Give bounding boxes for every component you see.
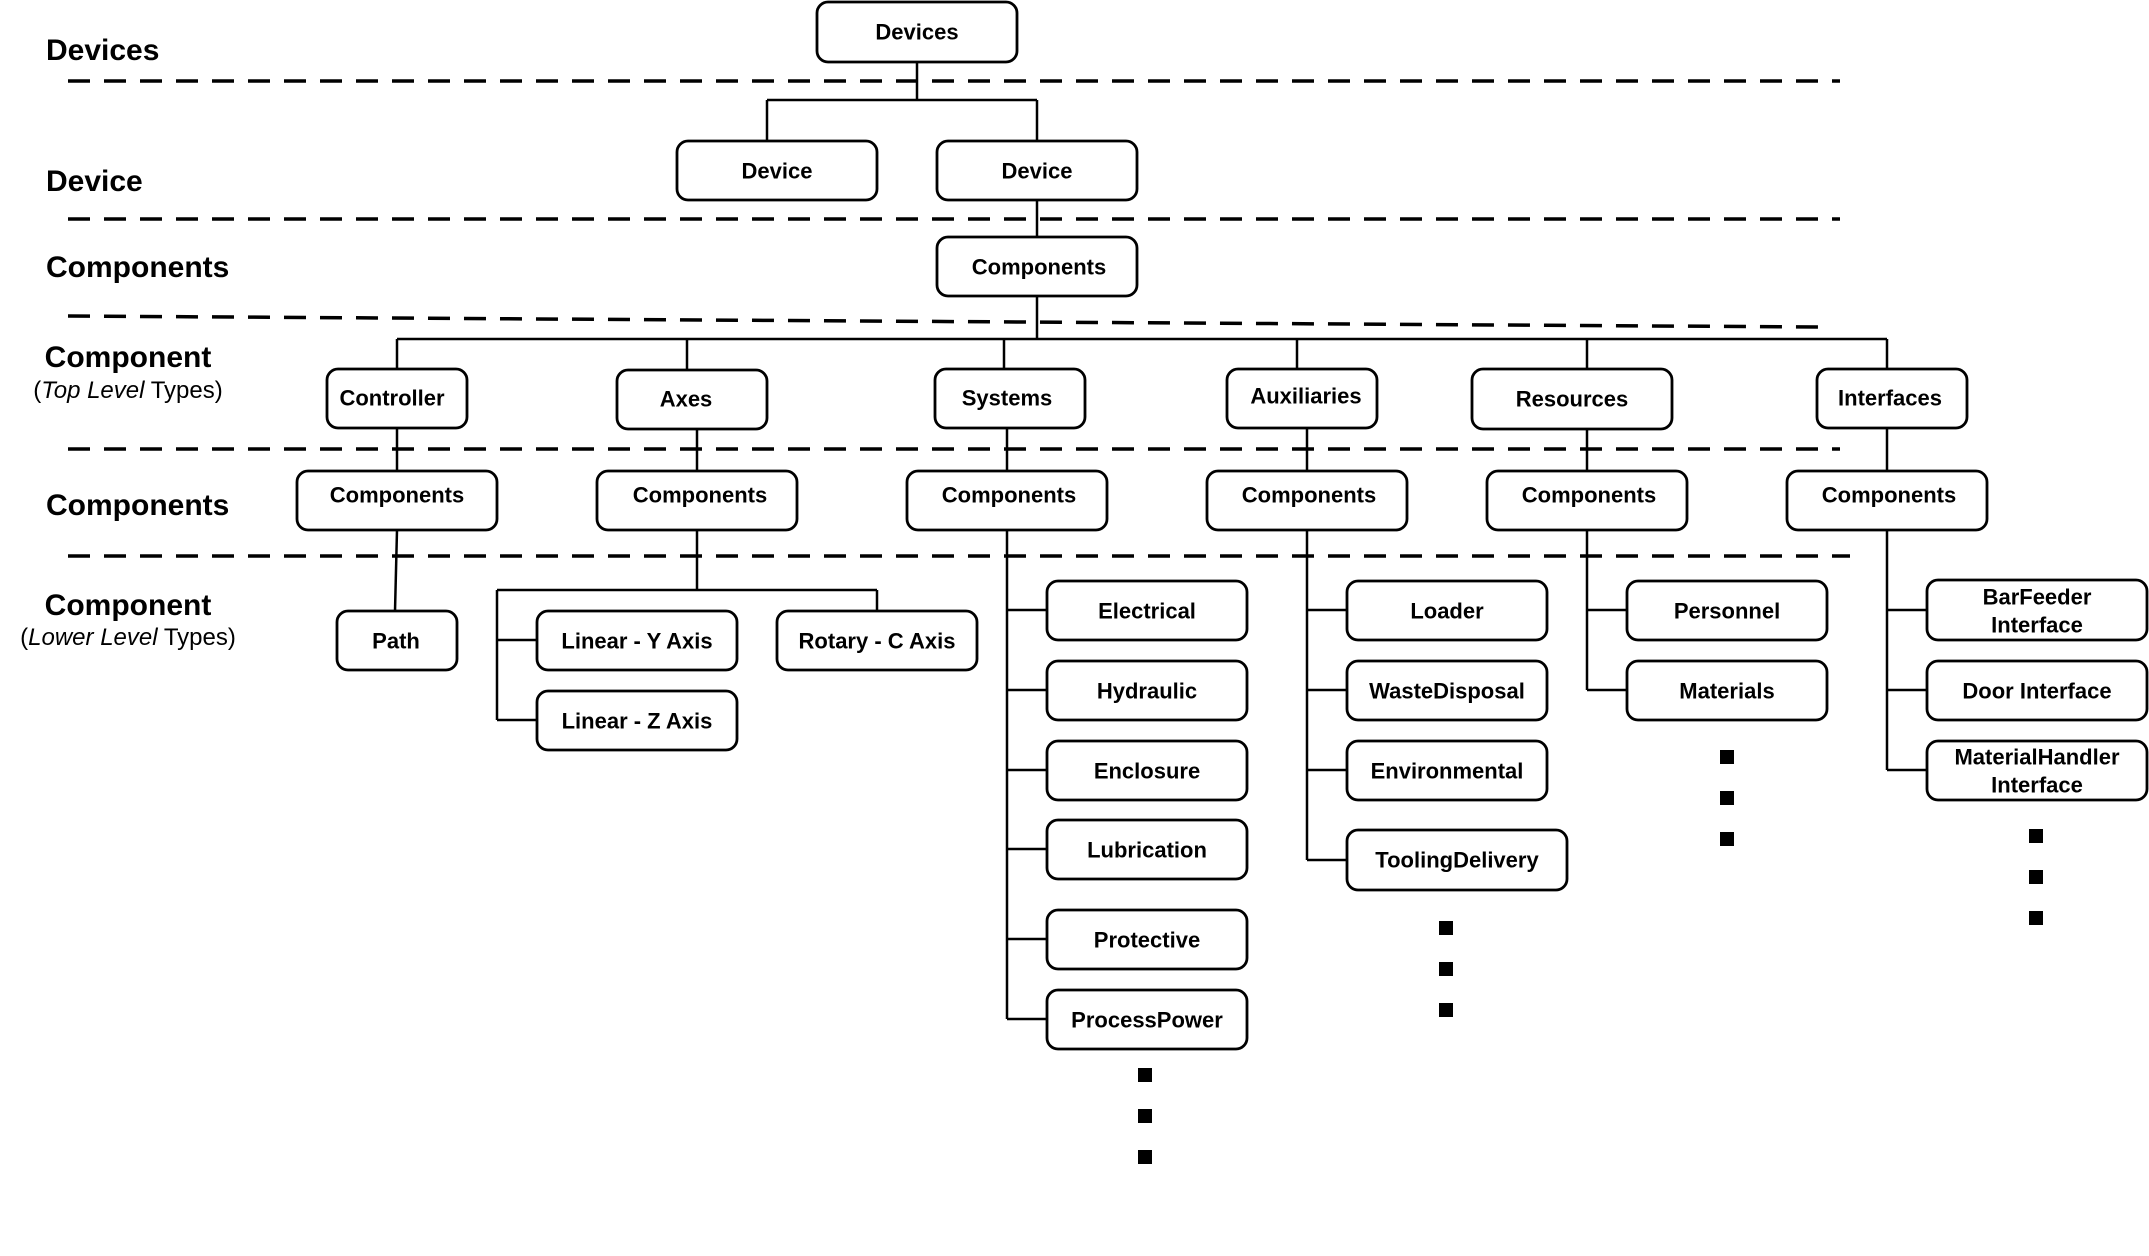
tier-label-components: Components [46, 251, 229, 284]
node-components[interactable]: Components [905, 469, 1109, 532]
tier-sublabel-top-level: (Top Level Types) [33, 377, 222, 404]
node-protective[interactable]: Protective [1045, 908, 1249, 971]
node-label: Interface [1991, 613, 2083, 638]
node-label: MaterialHandler [1954, 745, 2119, 770]
node-auxiliaries[interactable]: Auxiliaries [1225, 367, 1379, 430]
node-label: Components [1822, 483, 1956, 508]
node-interfaces[interactable]: Interfaces [1815, 367, 1969, 430]
node-label: Hydraulic [1097, 679, 1197, 704]
node-lubrication[interactable]: Lubrication [1045, 818, 1249, 881]
node-device[interactable]: Device [935, 139, 1139, 202]
node-label: Components [330, 483, 464, 508]
node-label: Components [1522, 483, 1656, 508]
ellipsis-systems [1138, 1068, 1152, 1164]
tier-label-components-mid: Components [46, 489, 229, 522]
node-controller[interactable]: Controller [325, 367, 469, 430]
node-label: Enclosure [1094, 759, 1200, 784]
node-components[interactable]: Components [1205, 469, 1409, 532]
node-toolingdelivery[interactable]: ToolingDelivery [1345, 828, 1569, 892]
node-linear-z-axis[interactable]: Linear - Z Axis [535, 689, 739, 752]
connectors [393, 62, 1927, 1021]
node-linear-y-axis[interactable]: Linear - Y Axis [535, 609, 739, 672]
node-label: Components [633, 483, 767, 508]
tier-separator [67, 314, 1821, 329]
tier-label-device: Device [46, 165, 143, 198]
node-label: Loader [1410, 599, 1484, 624]
node-wastedisposal[interactable]: WasteDisposal [1345, 659, 1549, 722]
tier-label-devices: Devices [46, 34, 159, 67]
node-materialhandler-interface[interactable]: MaterialHandler Interface [1925, 739, 2149, 802]
node-axes[interactable]: Axes [615, 368, 769, 431]
node-label: Electrical [1098, 599, 1196, 624]
node-label: Linear - Z Axis [562, 709, 713, 734]
node-label: Protective [1094, 928, 1200, 953]
node-processpower[interactable]: ProcessPower [1045, 988, 1249, 1051]
tier-label-component-top: Component [45, 341, 212, 374]
node-label: Lubrication [1087, 838, 1207, 863]
node-label: Rotary - C Axis [799, 629, 956, 654]
node-path[interactable]: Path [335, 609, 459, 672]
node-label: Auxiliaries [1250, 384, 1361, 409]
node-device[interactable]: Device [675, 139, 879, 202]
node-label: Personnel [1674, 599, 1780, 624]
node-materials[interactable]: Materials [1625, 659, 1829, 722]
node-components[interactable]: Components [1785, 469, 1989, 532]
node-personnel[interactable]: Personnel [1625, 579, 1829, 642]
node-label: Components [1242, 483, 1376, 508]
node-components[interactable]: Components [295, 469, 499, 532]
node-devices[interactable]: Devices [815, 0, 1019, 64]
node-label: ProcessPower [1071, 1008, 1223, 1033]
node-label: Environmental [1371, 759, 1524, 784]
ellipsis-auxiliaries [1439, 921, 1453, 1017]
node-systems[interactable]: Systems [933, 367, 1087, 430]
node-label: Materials [1679, 679, 1774, 704]
tier-sublabel-lower-level: (Lower Level Types) [20, 624, 236, 651]
node-hydraulic[interactable]: Hydraulic [1045, 659, 1249, 722]
tier-separators [67, 79, 1850, 558]
node-label: BarFeeder [1983, 585, 2092, 610]
node-label: WasteDisposal [1369, 679, 1525, 704]
node-label: Interfaces [1838, 386, 1942, 411]
node-label: Linear - Y Axis [561, 629, 712, 654]
node-environmental[interactable]: Environmental [1345, 739, 1549, 802]
node-label: Components [942, 483, 1076, 508]
node-electrical[interactable]: Electrical [1045, 579, 1249, 642]
node-label: Device [742, 159, 813, 184]
connector [393, 529, 399, 612]
node-barfeeder-interface[interactable]: BarFeeder Interface [1925, 578, 2149, 642]
ellipsis-resources [1720, 750, 1734, 846]
node-label: Interface [1991, 773, 2083, 798]
tier-label-component-lower: Component [45, 589, 212, 622]
node-label: Axes [660, 387, 713, 412]
node-components[interactable]: Components [595, 469, 799, 532]
node-loader[interactable]: Loader [1345, 579, 1549, 642]
node-components[interactable]: Components [1485, 469, 1689, 532]
node-resources[interactable]: Resources [1470, 367, 1674, 431]
node-label: Device [1002, 159, 1073, 184]
node-label: Devices [875, 20, 958, 45]
ellipsis-interfaces [2029, 829, 2043, 925]
node-enclosure[interactable]: Enclosure [1045, 739, 1249, 802]
node-label: Systems [962, 386, 1053, 411]
nodes: Devices Device Device Components Control… [295, 0, 2149, 1051]
continuation-markers [1138, 750, 2043, 1164]
node-label: Controller [339, 386, 445, 411]
node-label: Resources [1516, 387, 1629, 412]
node-label: ToolingDelivery [1375, 848, 1539, 873]
node-label: Components [972, 255, 1106, 280]
node-door-interface[interactable]: Door Interface [1925, 659, 2149, 722]
node-label: Path [372, 629, 420, 654]
node-label: Door Interface [1962, 679, 2111, 704]
tier-labels: Devices Device Components Component (Top… [20, 34, 236, 651]
node-components-root[interactable]: Components [935, 235, 1139, 298]
node-rotary-c-axis[interactable]: Rotary - C Axis [775, 609, 979, 672]
